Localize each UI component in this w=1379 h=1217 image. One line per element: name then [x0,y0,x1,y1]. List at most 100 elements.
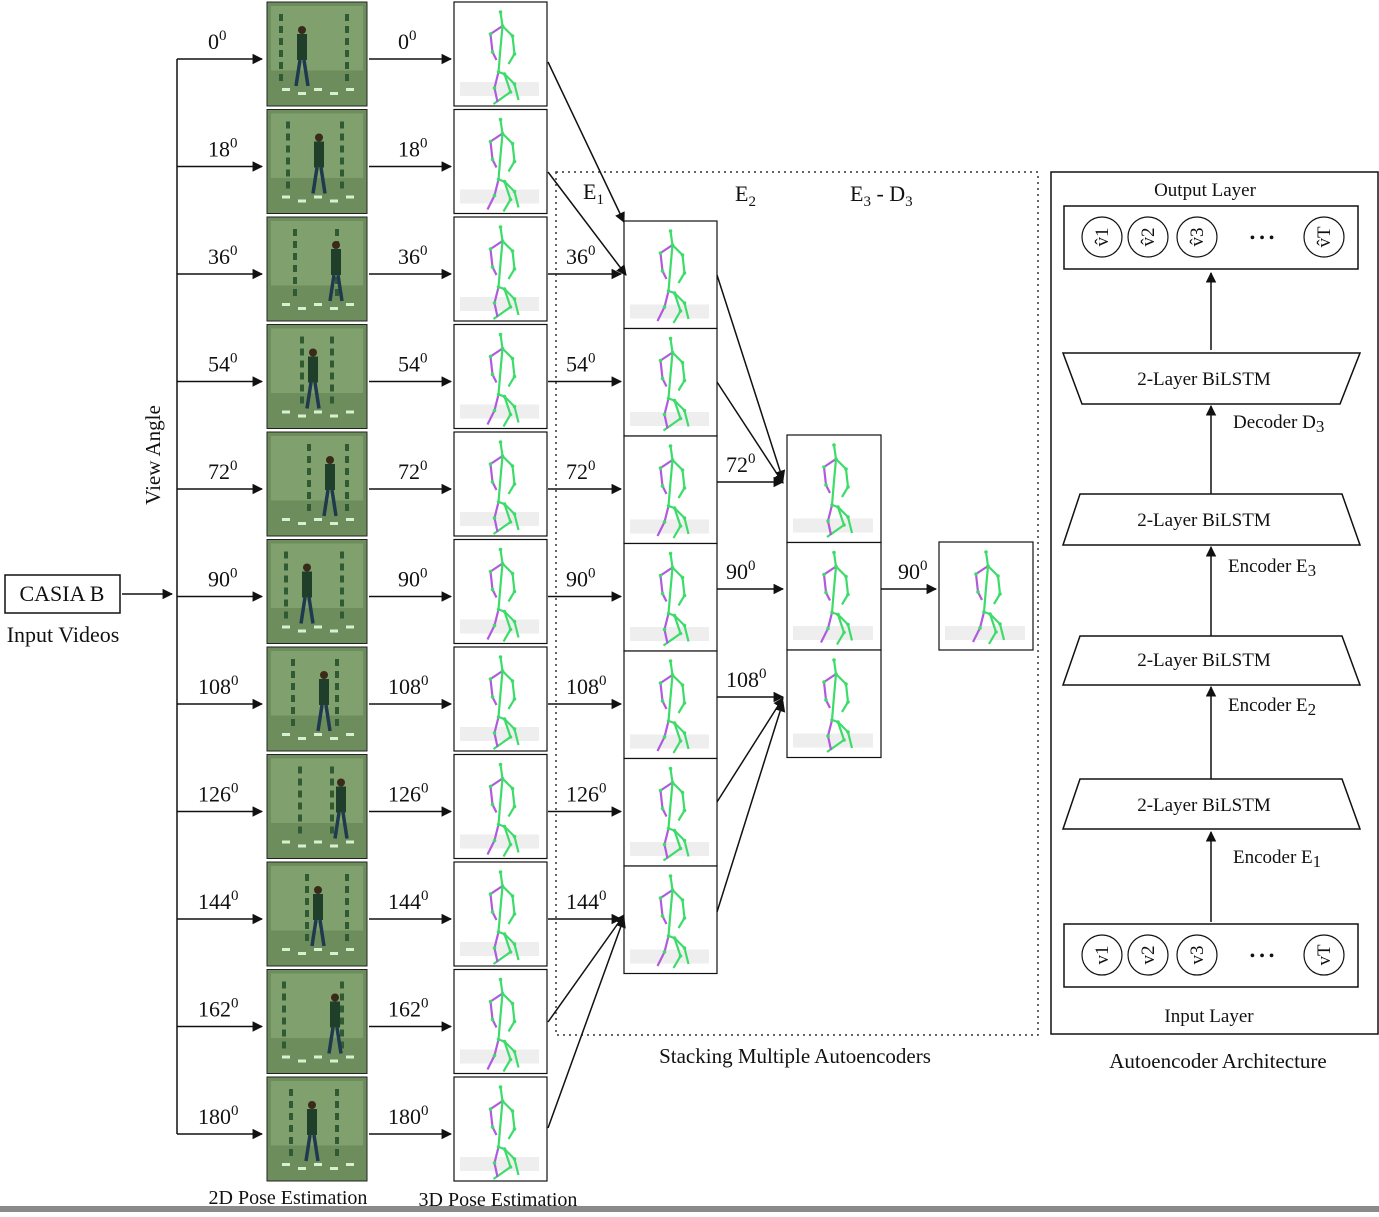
frame-pillar-mark [335,277,339,284]
skeleton-joint [824,698,828,702]
frame-pillar-mark [307,504,311,511]
skeleton-joint [680,253,685,257]
frame-floor-mark [314,518,322,521]
person-head [315,133,323,142]
frame-pillar-mark [298,766,302,774]
angle-label-2d: 180 [208,136,238,162]
frame-pillar-mark [345,38,349,45]
frame-pillar-mark [291,683,295,690]
frame-pillar-mark [330,348,334,356]
skeleton-joint [512,159,517,164]
skeleton-green-arm [501,777,516,818]
stack-col1-angle-label: 1440 [566,888,607,914]
frame-floor-mark [346,840,354,844]
frame-floor-mark [330,737,338,740]
frame-floor-mark [330,414,338,418]
skeleton-joint [846,622,850,627]
skeleton-purple-arm [822,565,837,601]
skeleton-joint [830,610,834,615]
skeleton-joint [512,482,517,486]
architecture-caption: Autoencoder Architecture [1109,1049,1327,1073]
skeleton-joint [826,734,830,738]
frame-pillar-mark [300,360,304,368]
skeleton-joint [844,682,848,686]
stack-col1-box [623,542,718,652]
frame-pillar-mark [305,886,309,893]
input-box-label: CASIA B [20,581,105,606]
skeleton-figure [630,874,709,969]
frame-floor-mark [314,840,322,844]
skeleton-joint [492,301,497,305]
frame-pillar-mark [340,1041,344,1049]
frame-floor-mark [346,625,354,629]
frame-floor-mark [282,88,290,91]
skeleton-joint [670,350,675,355]
skeleton-joint [682,946,687,950]
pose3d-box [453,431,548,537]
person-torso [313,894,323,920]
skeleton-purple-arm [489,777,504,813]
skeleton-joint [488,999,493,1004]
skeleton-joint [988,612,992,616]
frame-pillar-mark [286,157,290,165]
skeleton-joint [502,1147,507,1151]
frame-pillar-mark [330,802,334,810]
skeleton-joint [658,681,663,685]
skeleton-joint [662,950,667,954]
skeleton-joint [682,731,687,735]
person-torso [330,1001,340,1028]
skeleton-joint [826,519,830,523]
skeleton-figure [630,336,709,432]
frame-floor-mark [330,1059,338,1063]
skeleton-joint [490,695,495,699]
skeleton-joint [668,229,673,233]
skeleton-joint [488,139,493,144]
frame-pillar-mark [291,695,295,702]
skeleton-joint [660,806,665,811]
encoder-e2-bilstm-label: 2-Layer BiLSTM [1137,650,1271,671]
node-circle [1303,216,1345,258]
skeleton-joint [826,626,830,631]
skeleton-joint [660,591,665,596]
skeleton-joint [678,309,683,313]
frame-pillar-mark [335,659,339,666]
frame-pillar-mark [330,336,334,344]
frame-pillar-mark [335,683,339,690]
diag-arrow [716,697,784,803]
skeleton-green-arm [671,781,686,822]
skeleton-joint [508,412,513,417]
frame-floor-mark [346,1163,354,1166]
frame-pillar-mark [335,1101,339,1108]
frame-pillar-mark [330,360,334,368]
skeleton-joint [672,506,677,510]
frame-floor-mark [298,92,306,95]
frame-pillar-mark [335,229,339,236]
skeleton-joint [672,721,677,725]
person-leg [333,812,341,839]
skeleton-green-arm [501,25,516,65]
node-label: v2 [1138,946,1159,965]
video-frame [266,216,368,322]
person-leg [327,1027,335,1054]
skeleton-purple-arm [489,562,504,598]
skeleton-joint [510,1001,515,1006]
skeleton-joint [508,305,513,309]
node-label: vT [1314,944,1335,966]
skeleton-joint [512,727,517,731]
skeleton-joint [842,738,846,742]
ground-plane [460,189,539,204]
skeleton-purple-arm [489,25,504,61]
encoder-e1-bilstm-label: 2-Layer BiLSTM [1137,795,1271,816]
frame-pillar-mark [307,456,311,463]
node-ellipsis: • • • [1250,230,1275,247]
skeleton-joint [488,247,493,251]
skeleton-green-arm [671,351,686,392]
video-frame [266,109,368,214]
skeleton-joint [498,870,503,874]
skeleton-joint [490,910,495,914]
skeleton-joint [498,547,503,552]
skeleton-joint [844,467,848,471]
input-layer-label: Input Layer [1164,1006,1254,1027]
skeleton-green-arm [501,885,516,925]
